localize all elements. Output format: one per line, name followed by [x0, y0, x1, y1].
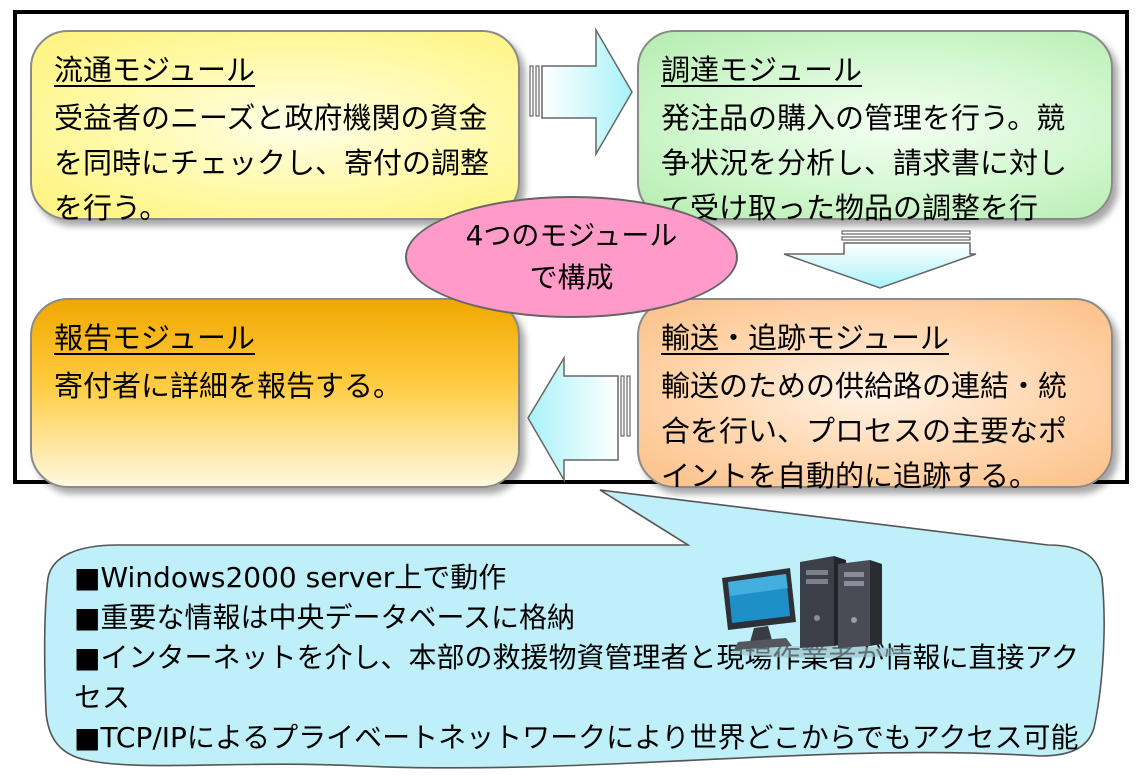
computer-server-icon: [722, 556, 912, 658]
module-yuso: 輸送・追跡モジュール 輸送のための供給路の連結・統合を行い、プロセスの主要なポイ…: [637, 298, 1113, 493]
module-hokoku-body: 寄付者に詳細を報告する。: [54, 369, 403, 403]
module-ryutsu: 流通モジュール 受益者のニーズと政府機関の資金を同時にチェックし、寄付の調整を行…: [30, 30, 520, 225]
arrow-left-icon: [527, 356, 631, 483]
note-item: ■重要な情報は中央データベースに格納: [74, 601, 576, 634]
center-ellipse: 4つのモジュール で構成: [405, 196, 738, 318]
center-line-2: で構成: [529, 261, 614, 294]
module-hokoku: 報告モジュール 寄付者に詳細を報告する。: [30, 298, 520, 488]
module-chotatsu-title: 調達モジュール: [661, 53, 862, 87]
arrow-right-icon: [529, 27, 633, 157]
module-ryutsu-body: 受益者のニーズと政府機関の資金を同時にチェックし、寄付の調整を行う。: [54, 101, 490, 225]
module-chotatsu: 調達モジュール 発注品の購入の管理を行う。競争状況を分析し、請求書に対して受け取…: [637, 30, 1113, 270]
arrow-down-icon: [783, 230, 977, 289]
note-item: ■インターネットを介し、本部の救援物資管理者と現場作業者が情報に直接アクセス: [74, 641, 1080, 714]
center-line-1: 4つのモジュール: [465, 219, 678, 252]
note-item: ■Windows2000 server上で動作: [74, 561, 507, 594]
module-ryutsu-title: 流通モジュール: [54, 53, 255, 87]
notes-list: ■Windows2000 server上で動作 ■重要な情報は中央データベースに…: [74, 558, 1094, 758]
module-yuso-body: 輸送のための供給路の連結・統合を行い、プロセスの主要なポイントを自動的に追跡する…: [661, 369, 1068, 493]
note-item: ■TCP/IPによるプライベートネットワークにより世界どこからでもアクセス可能: [74, 721, 1079, 754]
module-yuso-title: 輸送・追跡モジュール: [661, 321, 949, 355]
module-hokoku-title: 報告モジュール: [54, 321, 255, 355]
